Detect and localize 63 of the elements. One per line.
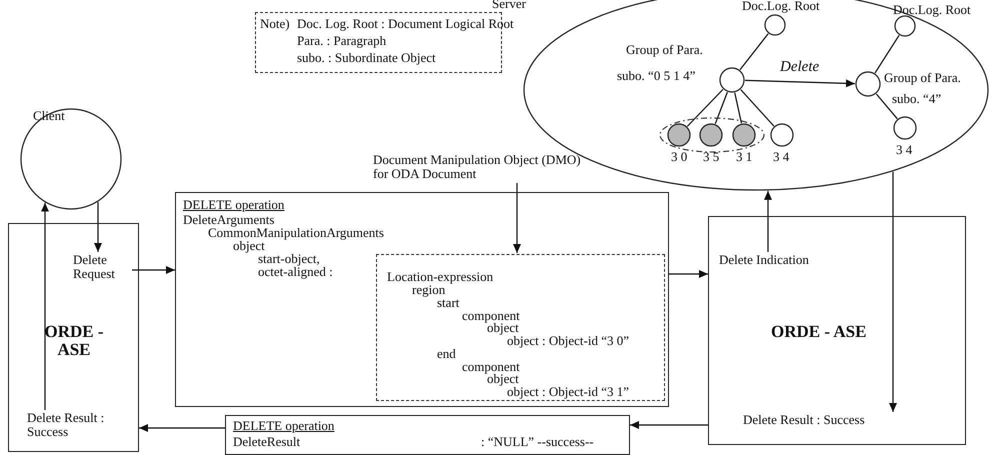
expression-box <box>376 254 665 401</box>
connector-line <box>714 92 728 124</box>
message-label: Document Manipulation Object (DMO) for ODA Document <box>373 153 585 180</box>
connector-line <box>740 33 769 70</box>
code-text: Doc. Log. Root : Document Logical Root <box>297 17 514 31</box>
code-text: object : Object-id “3 0” <box>507 334 630 348</box>
node-label: 3 5 <box>703 150 720 164</box>
message-label: Delete Result : Success <box>27 411 131 438</box>
code-text: object : Object-id “3 1” <box>507 385 630 399</box>
node-label: 3 1 <box>736 150 752 164</box>
code-text: start-object, <box>258 252 320 266</box>
message-label: Delete Result : Success <box>743 413 913 427</box>
code-text: CommonManipulationArguments <box>208 226 384 240</box>
node-label: 3 4 <box>896 143 912 157</box>
code-text: component <box>462 309 520 323</box>
code-text: region <box>412 283 446 297</box>
code-text: object <box>487 321 519 335</box>
connector-line <box>686 88 724 127</box>
protocol-box <box>708 216 966 445</box>
code-text: ORDE - ASE <box>43 323 105 359</box>
code-text: ORDE - ASE <box>771 323 866 341</box>
connector-line <box>874 34 900 74</box>
arrow <box>41 202 49 410</box>
node-label: subo. “0 5 1 4” <box>617 69 696 83</box>
node-label: Group of Para. <box>884 71 961 85</box>
node-label: 3 4 <box>773 150 790 164</box>
arrow <box>889 172 897 412</box>
code-text: object <box>487 372 519 386</box>
arrow <box>764 190 772 252</box>
message-label: Delete Request <box>73 253 133 280</box>
connector-line <box>876 94 898 120</box>
code-text: subo. : Subordinate Object <box>297 51 436 65</box>
node-label: Doc.Log. Root <box>742 0 820 13</box>
arrow <box>630 421 708 429</box>
code-text: DeleteArguments <box>183 213 274 227</box>
code-text: Location-expression <box>387 270 494 284</box>
operation-box <box>175 192 669 407</box>
arrow <box>513 183 521 253</box>
code-text: start <box>437 296 460 310</box>
message-label: Delete Indication <box>719 253 849 267</box>
node-label: 3 0 <box>671 150 688 164</box>
code-text: octet-aligned : <box>258 265 333 279</box>
node-label: Group of Para. <box>626 43 703 57</box>
code-text: Para. : Paragraph <box>297 34 386 48</box>
arrow <box>94 202 102 252</box>
node-label: Doc.Log. Root <box>893 3 971 17</box>
protocol-box <box>8 223 139 452</box>
arrow <box>669 270 708 278</box>
node-label: subo. “4” <box>892 92 942 106</box>
connector-line <box>734 92 742 124</box>
arrow <box>132 266 175 274</box>
code-text: component <box>462 360 520 374</box>
arrow <box>139 424 225 432</box>
code-text: end <box>437 347 456 361</box>
code-text: Note) <box>260 17 290 31</box>
arrow <box>744 79 856 88</box>
code-text: DeleteResult <box>233 435 300 449</box>
connector-line <box>740 89 774 127</box>
heading-text: DELETE operation <box>233 419 334 433</box>
heading-text: DELETE operation <box>183 198 284 212</box>
code-text: : “NULL” --success-- <box>481 435 594 449</box>
code-text: object <box>233 239 265 253</box>
result-box <box>225 415 630 455</box>
